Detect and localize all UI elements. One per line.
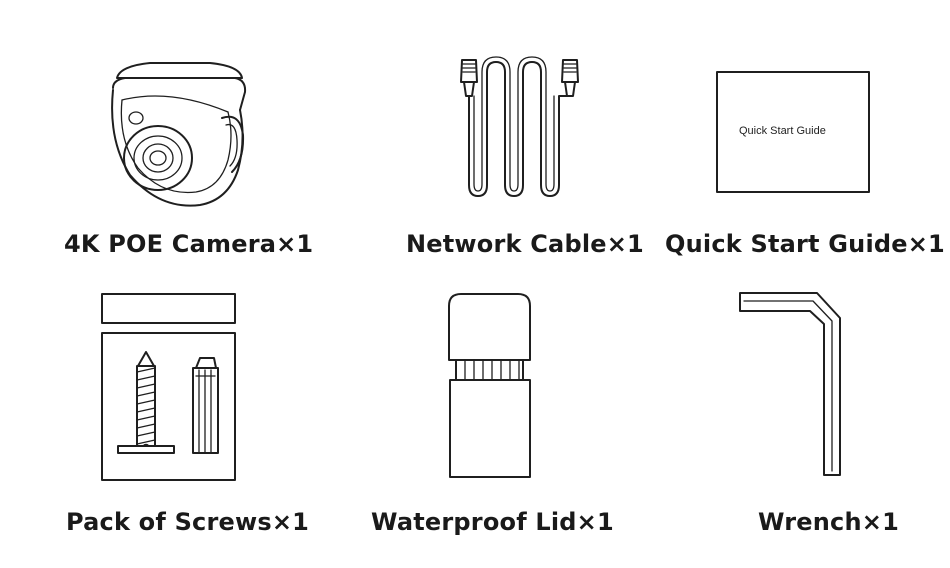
item-label: Waterproof Lid×1 (371, 508, 614, 536)
item-label: Quick Start Guide×1 (665, 230, 945, 258)
guide-cover-text: Quick Start Guide (739, 125, 826, 137)
item-label: 4K POE Camera×1 (64, 230, 314, 258)
item-label: Network Cable×1 (406, 230, 644, 258)
item-label: Pack of Screws×1 (66, 508, 310, 536)
item-label: Wrench×1 (758, 508, 899, 536)
